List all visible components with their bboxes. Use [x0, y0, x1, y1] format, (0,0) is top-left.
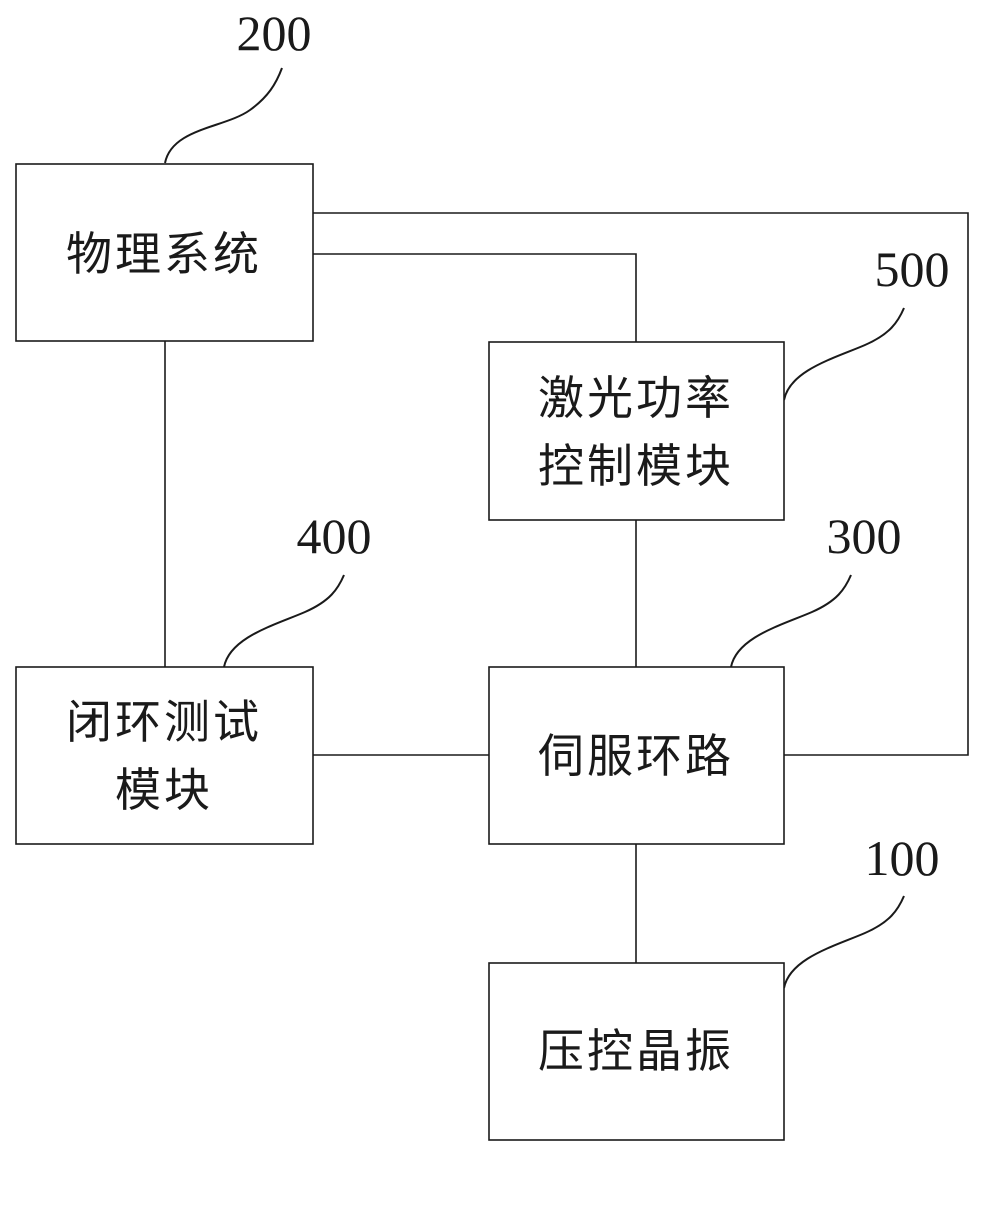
vcxo-label: 压控晶振: [538, 1024, 734, 1078]
ref-label-200: 200: [237, 5, 312, 61]
vcxo-block: 压控晶振: [489, 963, 784, 1140]
leader-300: [731, 575, 851, 667]
servo-loop-label: 伺服环路: [538, 729, 734, 783]
ref-label-300: 300: [827, 508, 902, 564]
closed-loop-test-block: 闭环测试 模块: [16, 667, 313, 844]
servo-loop-block: 伺服环路: [489, 667, 784, 844]
ref-label-100: 100: [865, 830, 940, 886]
laser-power-control-block: 激光功率 控制模块: [489, 342, 784, 520]
leader-200: [165, 68, 282, 163]
laser-power-control-label-line-1: 激光功率: [538, 371, 734, 425]
closed-loop-test-label-line-2: 模块: [115, 763, 213, 817]
physical-system-label: 物理系统: [66, 227, 262, 281]
ref-label-500: 500: [875, 241, 950, 297]
physical-system-block: 物理系统: [16, 164, 313, 341]
ref-label-400: 400: [297, 508, 372, 564]
leader-500: [784, 308, 904, 400]
laser-power-control-label-line-2: 控制模块: [538, 439, 734, 493]
wire-physical-system-to-laser-power-control: [313, 254, 636, 342]
closed-loop-test-label-line-1: 闭环测试: [66, 695, 262, 749]
leader-100: [784, 896, 904, 988]
laser-power-control-box: [489, 342, 784, 520]
leader-400: [224, 575, 344, 667]
closed-loop-test-box: [16, 667, 313, 844]
